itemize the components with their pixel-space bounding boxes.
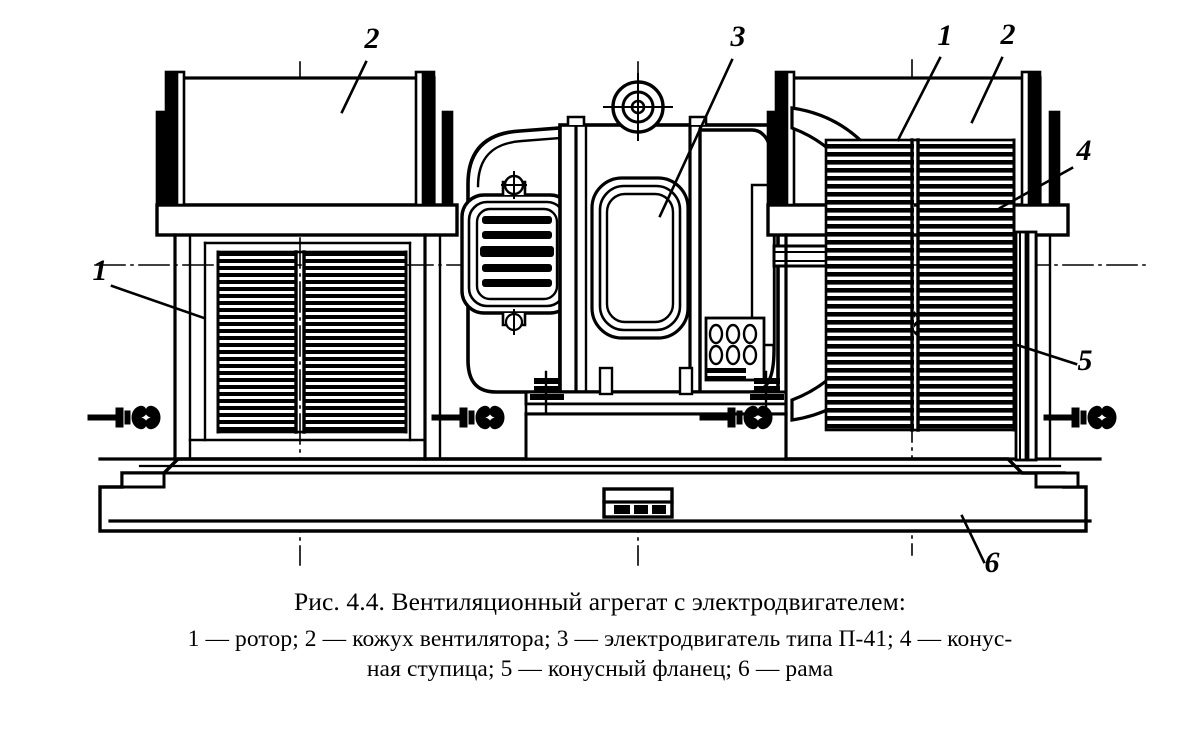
callout-6-frame: 6: [985, 546, 1000, 579]
callout-2-left: 2: [364, 22, 380, 55]
electric-motor: [460, 73, 788, 461]
figure-legend-line-2: ная ступица; 5 — конусный фланец; 6 — ра…: [366, 656, 834, 682]
leader-lines: [110, 56, 1078, 564]
callout-4-hub: 4: [1076, 134, 1092, 167]
callout-1-left: 1: [93, 254, 108, 287]
motor-terminal-box: [704, 316, 766, 382]
motor-lifting-eye: [603, 73, 673, 141]
callout-2-right: 2: [1000, 18, 1016, 51]
frame-center-plate: [602, 487, 674, 519]
drawing-canvas: 2 3 1 2 4 1 5 6: [87, 18, 1151, 579]
motor-louver-vent: [460, 171, 574, 335]
figure-caption: Рис. 4.4. Вентиляционный агрегат с элект…: [0, 585, 1200, 684]
callout-labels: 2 3 1 2 4 1 5 6: [93, 18, 1093, 579]
left-rotor: [216, 250, 408, 434]
callout-3-motor: 3: [730, 20, 746, 53]
technical-drawing: 2 3 1 2 4 1 5 6: [87, 18, 1151, 579]
motor-access-panel: [590, 176, 690, 340]
left-fan-casing: [155, 70, 459, 461]
right-rotor: [824, 138, 1016, 432]
callout-5-flange: 5: [1078, 344, 1093, 377]
base-frame: [98, 457, 1092, 533]
figure-caption-title: Рис. 4.4. Вентиляционный агрегат с элект…: [293, 587, 906, 616]
figure-legend-line-1: 1 — ротор; 2 — кожух вентилятора; 3 — эл…: [187, 626, 1013, 652]
callout-1-right: 1: [938, 19, 953, 52]
